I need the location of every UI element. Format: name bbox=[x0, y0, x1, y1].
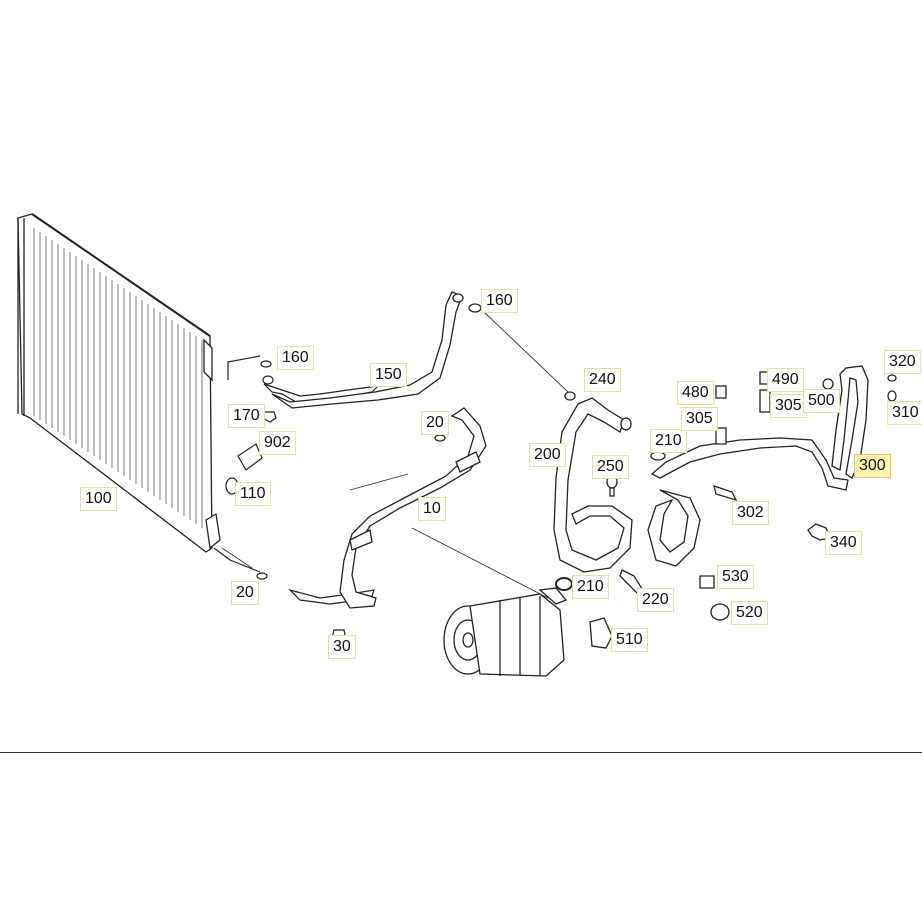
part-label-220[interactable]: 220 bbox=[637, 588, 674, 612]
part-label-110[interactable]: 110 bbox=[235, 482, 271, 506]
part-label-300[interactable]: 300 bbox=[854, 454, 891, 478]
compressor-drawing bbox=[443, 587, 568, 677]
part-label-302[interactable]: 302 bbox=[732, 501, 769, 525]
part-label-160-b[interactable]: 160 bbox=[481, 289, 518, 313]
part-label-480[interactable]: 480 bbox=[677, 381, 714, 405]
part-label-200[interactable]: 200 bbox=[529, 443, 566, 467]
part-label-902[interactable]: 902 bbox=[259, 431, 296, 455]
condenser-drawing bbox=[17, 213, 221, 553]
part-label-320[interactable]: 320 bbox=[884, 350, 921, 374]
part-label-305-b[interactable]: 305 bbox=[770, 394, 807, 418]
part-label-490[interactable]: 490 bbox=[767, 368, 804, 392]
separator-line bbox=[0, 752, 922, 753]
part-label-530[interactable]: 530 bbox=[717, 565, 754, 589]
leader-lines bbox=[221, 311, 569, 599]
part-label-20-a[interactable]: 20 bbox=[421, 411, 449, 435]
part-label-340[interactable]: 340 bbox=[825, 531, 862, 555]
pipe-150-drawing bbox=[271, 291, 482, 409]
pipe-10-drawing bbox=[339, 407, 487, 609]
part-label-500[interactable]: 500 bbox=[803, 389, 840, 413]
part-label-310[interactable]: 310 bbox=[887, 401, 922, 425]
part-label-520[interactable]: 520 bbox=[731, 601, 768, 625]
o-rings bbox=[555, 577, 573, 591]
part-label-210-b[interactable]: 210 bbox=[572, 575, 609, 599]
part-label-250[interactable]: 250 bbox=[592, 455, 629, 479]
part-label-100[interactable]: 100 bbox=[80, 487, 117, 511]
part-label-160-a[interactable]: 160 bbox=[277, 346, 314, 370]
part-label-150[interactable]: 150 bbox=[370, 363, 407, 387]
part-label-240[interactable]: 240 bbox=[584, 368, 621, 392]
part-label-30[interactable]: 30 bbox=[328, 635, 356, 659]
part-label-10[interactable]: 10 bbox=[418, 497, 446, 521]
part-label-510[interactable]: 510 bbox=[611, 628, 648, 652]
part-label-20-b[interactable]: 20 bbox=[231, 581, 259, 605]
part-label-210-a[interactable]: 210 bbox=[650, 429, 687, 453]
part-label-170[interactable]: 170 bbox=[228, 404, 265, 428]
part-label-305-a[interactable]: 305 bbox=[681, 407, 718, 431]
